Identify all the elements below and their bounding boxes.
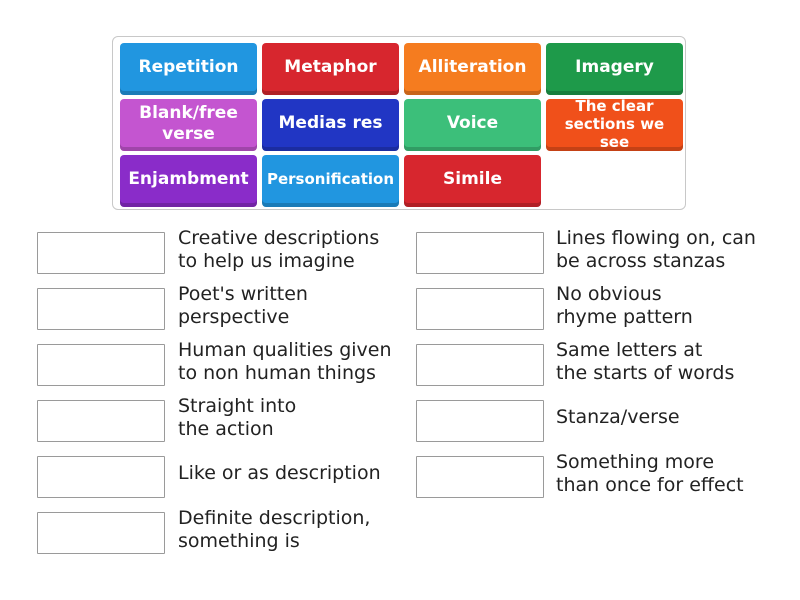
tile-bank: Repetition Metaphor Alliteration Imagery… <box>112 36 686 210</box>
drop-slot[interactable] <box>416 288 544 330</box>
tile-enjambment[interactable]: Enjambment <box>120 155 257 207</box>
tile-blank-free-verse[interactable]: Blank/free verse <box>120 99 257 151</box>
tile-clear-sections[interactable]: The clear sections we see <box>546 97 683 151</box>
definition-text: No obvious rhyme pattern <box>556 283 693 328</box>
definition-text: Something more than once for effect <box>556 451 744 496</box>
tile-metaphor[interactable]: Metaphor <box>262 43 399 95</box>
definition-text: Straight into the action <box>178 395 297 440</box>
definition-text: Stanza/verse <box>556 406 680 428</box>
tile-repetition[interactable]: Repetition <box>120 43 257 95</box>
drop-slot[interactable] <box>416 344 544 386</box>
definition-text: Like or as description <box>178 462 381 484</box>
definition-text: Definite description, something is <box>178 507 371 552</box>
drop-slot[interactable] <box>37 400 165 442</box>
drop-slot[interactable] <box>416 400 544 442</box>
drop-slot[interactable] <box>37 512 165 554</box>
drop-slot[interactable] <box>416 456 544 498</box>
definition-text: Same letters at the starts of words <box>556 339 735 384</box>
tile-simile[interactable]: Simile <box>404 155 541 207</box>
drop-slot[interactable] <box>37 344 165 386</box>
tile-voice[interactable]: Voice <box>404 99 541 151</box>
drop-slot[interactable] <box>37 232 165 274</box>
drop-slot[interactable] <box>37 456 165 498</box>
drop-slot[interactable] <box>416 232 544 274</box>
tile-medias-res[interactable]: Medias res <box>262 99 399 151</box>
tile-imagery[interactable]: Imagery <box>546 43 683 95</box>
tile-personification[interactable]: Personification <box>262 155 399 207</box>
tile-alliteration[interactable]: Alliteration <box>404 43 541 95</box>
definition-text: Human qualities given to non human thing… <box>178 339 392 384</box>
definition-text: Poet's written perspective <box>178 283 308 328</box>
drop-slot[interactable] <box>37 288 165 330</box>
definition-text: Lines flowing on, can be across stanzas <box>556 227 756 272</box>
definition-text: Creative descriptions to help us imagine <box>178 227 380 272</box>
